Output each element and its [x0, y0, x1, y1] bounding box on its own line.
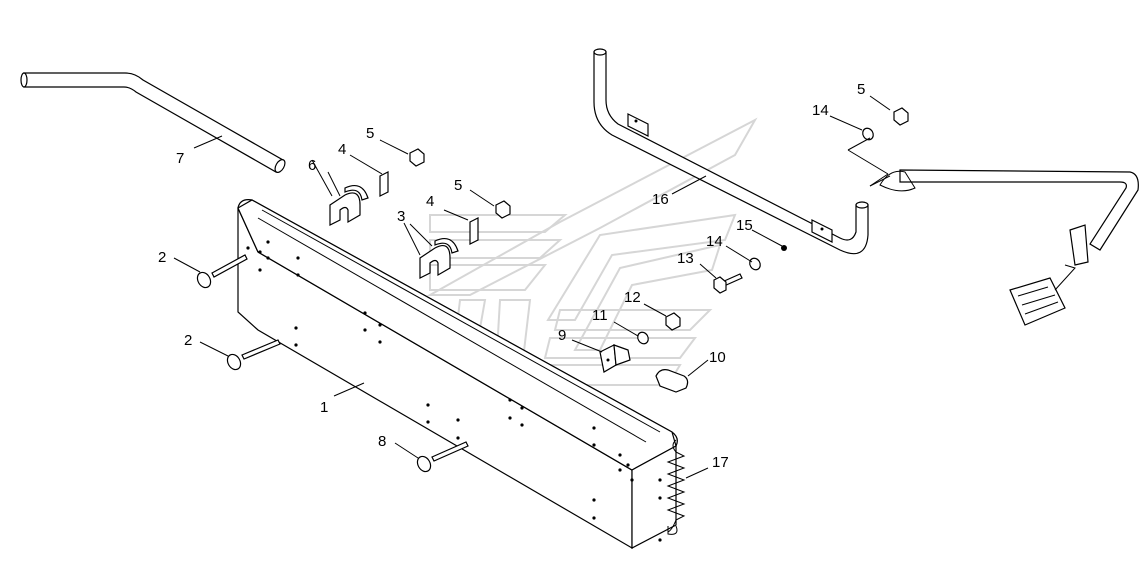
- callout-5-middle: 5: [454, 177, 462, 194]
- strap-part-4-right: [469, 217, 479, 245]
- spring-part-17: [666, 439, 686, 535]
- leader-lines: [173, 95, 891, 479]
- callout-1: 1: [320, 399, 328, 416]
- callout-14-middle: 14: [706, 233, 723, 250]
- callout-4-right: 4: [426, 193, 434, 210]
- callout-15: 15: [736, 217, 753, 234]
- callout-7: 7: [176, 150, 184, 167]
- callout-9: 9: [558, 327, 566, 344]
- callout-5-left: 5: [366, 125, 374, 142]
- nut-part-5-right: [893, 107, 909, 126]
- washer-part-11: [637, 331, 649, 345]
- handle-tube-part-7: [20, 72, 286, 173]
- nut-part-5-middle: [495, 200, 511, 219]
- callout-16: 16: [652, 191, 669, 208]
- callout-11: 11: [592, 307, 608, 324]
- clamp-part-6: [329, 185, 369, 226]
- callout-2-lower: 2: [184, 332, 192, 349]
- panel-plate-part-1: [237, 199, 678, 550]
- nut-part-5-left: [409, 148, 425, 167]
- callout-5-right: 5: [857, 81, 865, 98]
- clamp-part-3: [419, 238, 459, 279]
- callout-17: 17: [712, 454, 729, 471]
- grip-part-10: [655, 369, 689, 393]
- bracket-part-9: [599, 344, 631, 373]
- nut-part-12: [665, 312, 681, 331]
- callout-10: 10: [709, 349, 726, 366]
- washer-part-14-right: [862, 127, 874, 141]
- bolt-part-2-lower: [226, 339, 281, 371]
- cable-assembly: [879, 169, 1139, 326]
- callout-4-left: 4: [338, 141, 346, 158]
- bolt-part-8: [416, 441, 469, 473]
- washer-part-15: [781, 245, 787, 251]
- callout-3: 3: [397, 208, 405, 225]
- strap-part-4-left: [379, 171, 389, 197]
- callout-2-upper: 2: [158, 249, 166, 266]
- callout-6: 6: [308, 157, 316, 174]
- callout-14-right: 14: [812, 102, 829, 119]
- callout-8: 8: [378, 433, 386, 450]
- callout-12: 12: [624, 289, 641, 306]
- callout-13: 13: [677, 250, 694, 267]
- watermark-logo: [426, 117, 758, 386]
- washer-part-14-middle: [749, 257, 761, 271]
- frame-tube-part-16: [593, 48, 869, 255]
- screw-part-13: [713, 273, 743, 294]
- bolt-part-2-upper: [196, 254, 248, 289]
- callouts: 1 2 2 3 4 4 5 5 5 6 7 8 9 10 11 12 13 14…: [158, 81, 865, 471]
